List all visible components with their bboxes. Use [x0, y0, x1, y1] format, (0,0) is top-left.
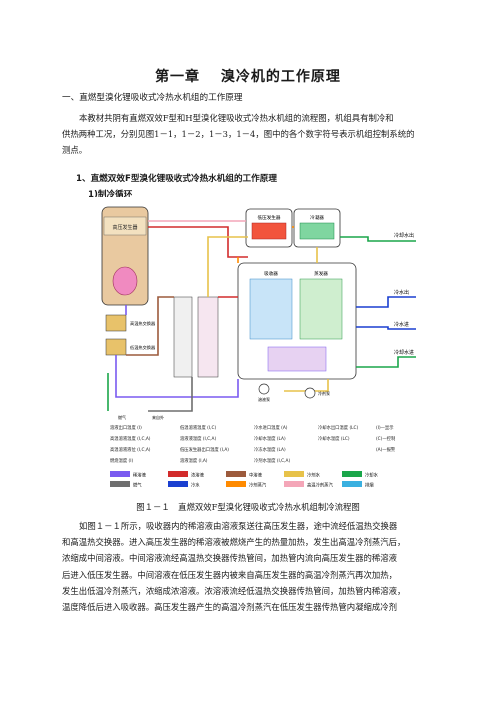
legend-swatch — [226, 481, 246, 487]
legend-item: 冷水进口温度 (A) — [254, 424, 288, 431]
gas-label: 燃气 — [118, 414, 126, 420]
legend-item: 溶液温度 (I,A) — [180, 457, 208, 464]
legend-swatch-label: 冷剂水 — [307, 472, 321, 479]
body-line: 温度降低后进入吸收器。高压发生器产生的高温冷剂蒸汽在低压发生器传热管内凝缩成冷剂 — [62, 602, 397, 613]
symbol-legend: (A)—报警 — [376, 446, 396, 453]
high-pressure-generator: 高压发生器 — [101, 206, 149, 306]
symbol-legend: (C)—控制 — [376, 435, 395, 442]
legend-swatch — [342, 481, 362, 487]
hpg-label: 高压发生器 — [112, 224, 137, 231]
legend-item: 冷却水温度 (LA) — [254, 435, 286, 442]
chilled-water-in-label: 冷水进 — [394, 321, 409, 328]
measurement-legend: 溶液出口温度 (I) 高温溶液温度 (I,C,A) 高温溶液液位 (I,C,A)… — [110, 424, 396, 464]
hx-low-label: 低温热交换器 — [130, 344, 156, 351]
legend-swatch-label: 高温冷剂蒸汽 — [307, 482, 333, 489]
legend-swatch — [284, 471, 304, 477]
legend-item: 高温溶液液位 (I,C,A) — [110, 446, 151, 453]
legend-swatch — [284, 481, 304, 487]
refrigerant-pump-icon — [304, 387, 316, 399]
legend-swatch-label: 冷却水 — [365, 472, 379, 479]
legend-item: 冷剂水温度 (I,C,A) — [254, 457, 290, 464]
intro-line: 本教材共阴有直燃双效F型和H型溴化锂吸收式冷热水机组的流程图，机组具有制冷和 — [79, 113, 394, 123]
intro-paragraph: 本教材共阴有直燃双效F型和H型溴化锂吸收式冷热水机组的流程图，机组具有制冷和 供… — [62, 110, 436, 159]
subsubsection-heading: 1)制冷循环 — [88, 190, 133, 200]
legend-item: 冷却水温度 (LC) — [318, 435, 350, 442]
legend-swatch-label: 燃气 — [133, 482, 142, 489]
legend-item: 低温溶液温度 (I,C) — [180, 424, 216, 431]
outside-label: 来自外 — [152, 414, 164, 420]
body-paragraph: 如图１－１所示，吸收器内的稀溶液由溶液泵送往高压发生器，途中流经低温热交换器 和… — [62, 518, 436, 615]
legend-swatch-label: 稀溶液 — [133, 472, 147, 479]
absorber-evaporator-shell: 吸收器 蒸发器 — [237, 262, 357, 380]
subsection-heading: 1、直燃双效F型溴化锂吸收式冷热水机组的工作原理 — [76, 174, 277, 184]
low-pressure-generator: 低压发生器 — [245, 208, 293, 248]
refrigerant-pump-label: 冷剂泵 — [318, 390, 330, 396]
legend-swatch-label: 冷剂蒸汽 — [249, 482, 267, 489]
legend-swatch — [168, 471, 188, 477]
legend-swatch — [110, 471, 130, 477]
evaporator-label: 蒸发器 — [314, 270, 328, 277]
symbol-legend: (I)—显示 — [376, 425, 394, 431]
legend-swatch — [226, 471, 246, 477]
solution-pump-icon — [258, 383, 270, 395]
intro-line: 测点。 — [62, 145, 88, 156]
legend-item: 冷冻水温度 (LA) — [254, 446, 286, 453]
chapter-title: 第一章 溴冷机的工作原理 — [155, 69, 341, 85]
cooling-water-out-label: 冷却水出 — [394, 232, 414, 239]
legend-item: 溶液液温度 (I,C,A) — [180, 435, 216, 442]
condenser-label: 冷凝器 — [310, 214, 324, 221]
legend-swatch-label: 排烟 — [365, 482, 374, 489]
chilled-water-out-label: 冷水出 — [394, 289, 409, 296]
legend-swatch-label: 冷水 — [191, 482, 200, 489]
body-line: 发生出低温冷剂蒸汽，浓缩成浓溶液。浓溶液流经低温热交换器传热管间，加热管内稀溶液… — [62, 585, 406, 596]
legend-swatch — [110, 481, 130, 487]
lpg-label: 低压发生器 — [258, 214, 281, 221]
heat-exchangers: 高温热交换器 低温热交换器 — [105, 314, 156, 356]
legend-item: 冷却水出口温度 (LC) — [318, 424, 359, 431]
body-line: 浓缩成中间溶液。中间溶液流经高温热交换器传热管间，加热管内流向高压发生器的稀溶液 — [62, 553, 397, 564]
body-line: 如图１－１所示，吸收器内的稀溶液由溶液泵送往高压发生器，途中流经低温热交换器 — [79, 521, 398, 531]
pipe-network — [107, 220, 416, 412]
body-line: 后进入低压发生器。中间溶液在低压发生器内被来自高压发生器的高温冷剂蒸汽再次加热， — [62, 569, 397, 580]
cooling-water-in-label: 冷却水进 — [394, 349, 414, 356]
figure-caption: 图１－１ 直燃双效F型溴化锂吸收式冷热水机组制冷流程图 — [136, 502, 360, 512]
section-heading: 一、直燃型溴化锂吸收式冷热水机组的工作原理 — [62, 93, 243, 103]
condenser: 冷凝器 — [293, 208, 341, 248]
refrigeration-flow-diagram: 高压发生器 低压发生器 冷凝器 吸收器 蒸发器 高温热交换器 低温热交换器 — [88, 197, 416, 495]
legend-item: 高温溶液温度 (I,C,A) — [110, 435, 151, 442]
solution-pump-label: 溶液泵 — [258, 396, 270, 402]
legend-swatch-label: 中溶液 — [249, 472, 263, 479]
hx-high-label: 高温热交换器 — [130, 320, 156, 327]
legend-item: 燃烧温度 (I) — [110, 457, 133, 464]
legend-swatch — [168, 481, 188, 487]
legend-item: 低压发生器出口温度 (I,A) — [180, 446, 229, 453]
body-line: 和高温热交换器。进入高压发生器的稀溶液被燃烧产生的热量加热，发生出高温冷剂蒸汽后… — [62, 537, 406, 548]
legend-item: 溶液出口温度 (I) — [110, 424, 142, 431]
intro-line: 供热两种工况，分别见图1－1，1－2，1－3，1－4，图中的各个数字符号表示机组… — [62, 129, 415, 140]
legend-swatch-label: 浓溶液 — [191, 472, 205, 479]
absorber-label: 吸收器 — [264, 270, 278, 277]
legend-swatch — [342, 471, 362, 477]
